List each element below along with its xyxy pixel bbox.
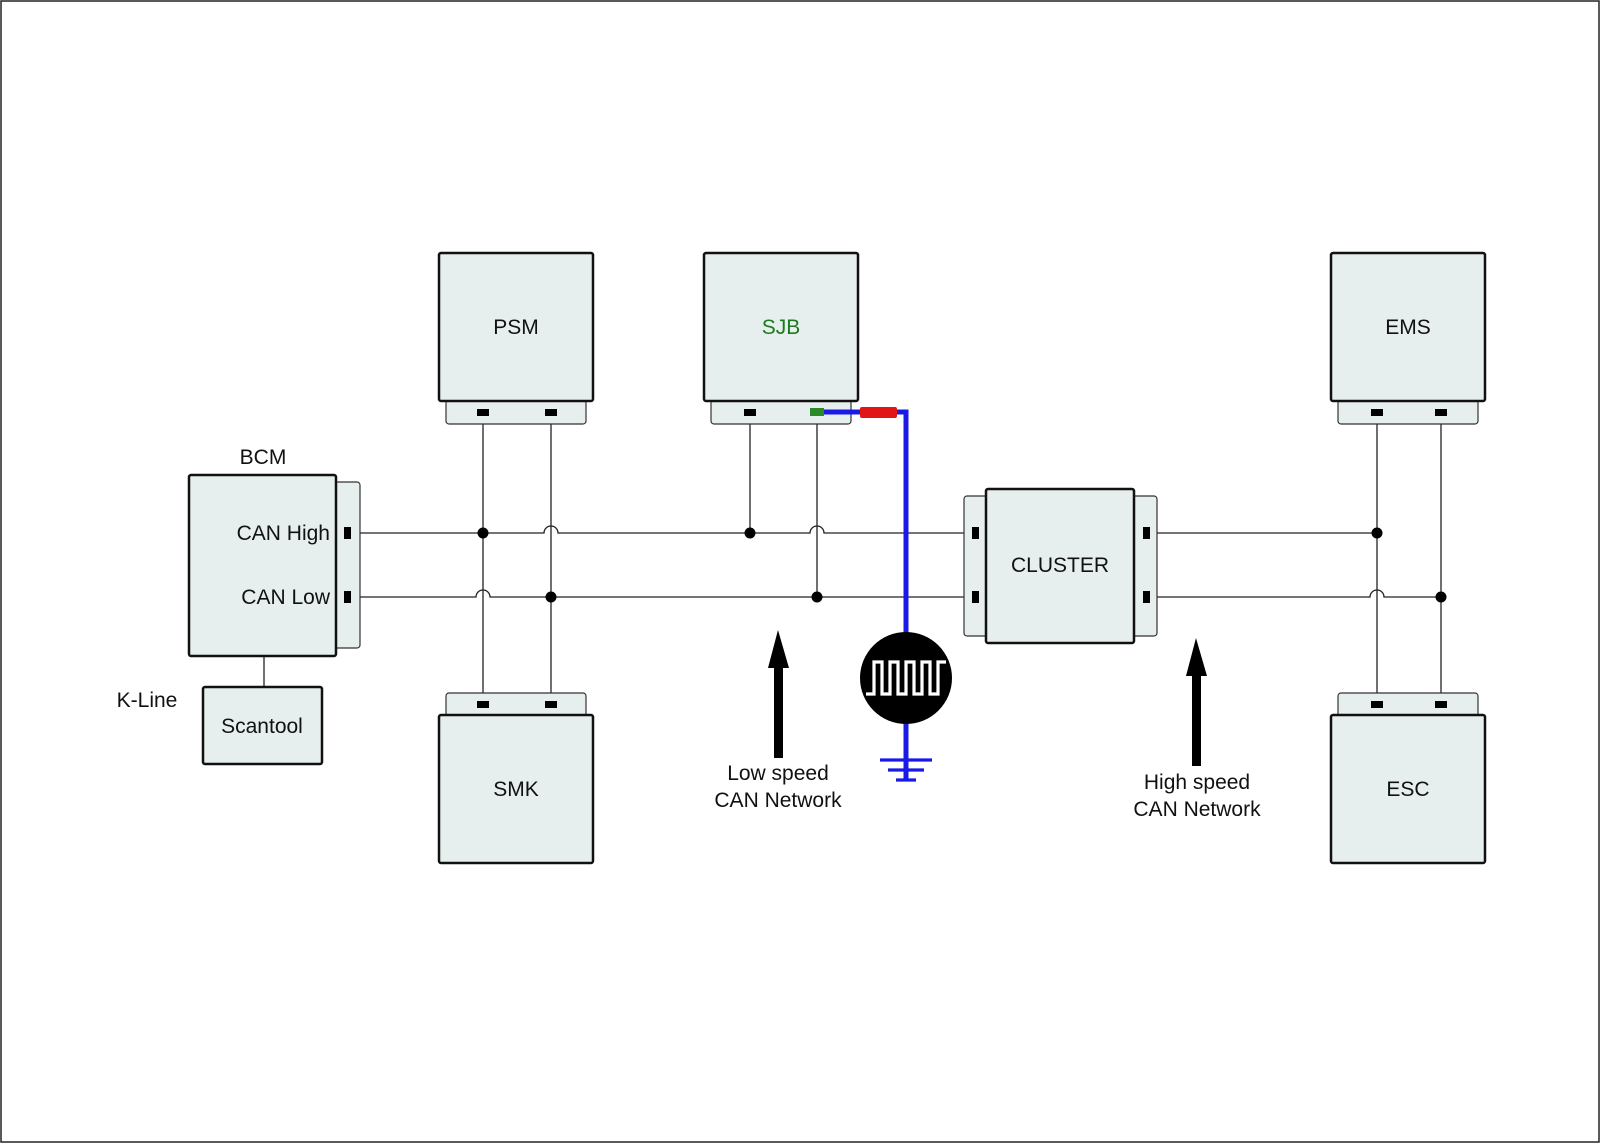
smk-pin xyxy=(477,701,489,708)
junction-dot xyxy=(545,591,557,603)
sjb-pin xyxy=(744,409,756,416)
scantool-label: Scantool xyxy=(221,715,303,738)
bcm-pin-can-low xyxy=(344,591,351,603)
high-speed-network-annotation: High speed CAN Network xyxy=(1133,638,1261,821)
esc-box xyxy=(1329,713,1487,865)
psm-connector-tab xyxy=(445,399,587,425)
cluster-pin xyxy=(1143,591,1150,603)
junction-dot xyxy=(477,527,489,539)
bcm-box xyxy=(187,473,338,658)
cluster-pin xyxy=(972,527,979,539)
high-speed-label-line2: CAN Network xyxy=(1133,798,1261,821)
can-wiring xyxy=(263,412,1447,700)
ems-pin xyxy=(1435,409,1447,416)
smk-module[interactable]: SMK xyxy=(437,692,595,865)
esc-pin xyxy=(1371,701,1383,708)
sjb-box xyxy=(702,251,860,403)
cluster-box xyxy=(984,487,1136,645)
bcm-module[interactable]: BCM CAN High CAN Low xyxy=(187,446,361,658)
square-wave-trace xyxy=(866,660,946,696)
esc-module[interactable]: ESC xyxy=(1329,692,1487,865)
scantool-module[interactable]: K-Line Scantool xyxy=(117,685,324,766)
junction-dot xyxy=(744,527,756,539)
esc-label: ESC xyxy=(1386,778,1429,801)
ems-connector-tab xyxy=(1337,399,1479,425)
high-speed-arrow-shaft xyxy=(1192,670,1201,766)
can-high-line-left xyxy=(349,525,970,534)
bcm-pin-can-high xyxy=(344,527,351,539)
ems-pin xyxy=(1371,409,1383,416)
oscilloscope-probe[interactable] xyxy=(810,407,952,782)
low-speed-arrow-head xyxy=(768,630,789,668)
psm-label: PSM xyxy=(493,316,539,339)
cluster-label: CLUSTER xyxy=(1011,554,1109,577)
cluster-pin xyxy=(972,591,979,603)
psm-pin xyxy=(477,409,489,416)
psm-box xyxy=(437,251,595,403)
junction-dot xyxy=(1371,527,1383,539)
esc-pin xyxy=(1435,701,1447,708)
low-speed-label-line1: Low speed xyxy=(727,762,829,785)
cluster-pin xyxy=(1143,527,1150,539)
ems-label: EMS xyxy=(1385,316,1431,339)
probe-red-clip xyxy=(860,407,897,418)
smk-box xyxy=(437,713,595,865)
low-speed-label-line2: CAN Network xyxy=(714,789,842,812)
scantool-box xyxy=(201,685,324,766)
low-speed-arrow-shaft xyxy=(774,662,783,758)
smk-label: SMK xyxy=(493,778,539,801)
esc-connector-tab xyxy=(1337,692,1479,718)
low-speed-network-annotation: Low speed CAN Network xyxy=(714,630,842,812)
probe-green-tip xyxy=(810,408,824,416)
high-speed-arrow-head xyxy=(1186,638,1207,676)
high-speed-label-line1: High speed xyxy=(1144,771,1250,794)
cluster-module[interactable]: CLUSTER xyxy=(963,487,1158,645)
smk-connector-tab xyxy=(445,692,587,718)
bcm-can-high-label: CAN High xyxy=(237,522,330,545)
sjb-label: SJB xyxy=(762,316,801,339)
bcm-label: BCM xyxy=(240,446,287,469)
ems-box xyxy=(1329,251,1487,403)
psm-pin xyxy=(545,409,557,416)
ground-symbol-icon xyxy=(880,758,932,782)
ems-module[interactable]: EMS xyxy=(1329,251,1487,425)
k-line-label: K-Line xyxy=(117,689,178,712)
junction-dot xyxy=(811,591,823,603)
sjb-module[interactable]: SJB xyxy=(702,251,860,425)
junction-dot xyxy=(1435,591,1447,603)
bcm-can-low-label: CAN Low xyxy=(241,586,331,609)
smk-pin xyxy=(545,701,557,708)
psm-module[interactable]: PSM xyxy=(437,251,595,425)
